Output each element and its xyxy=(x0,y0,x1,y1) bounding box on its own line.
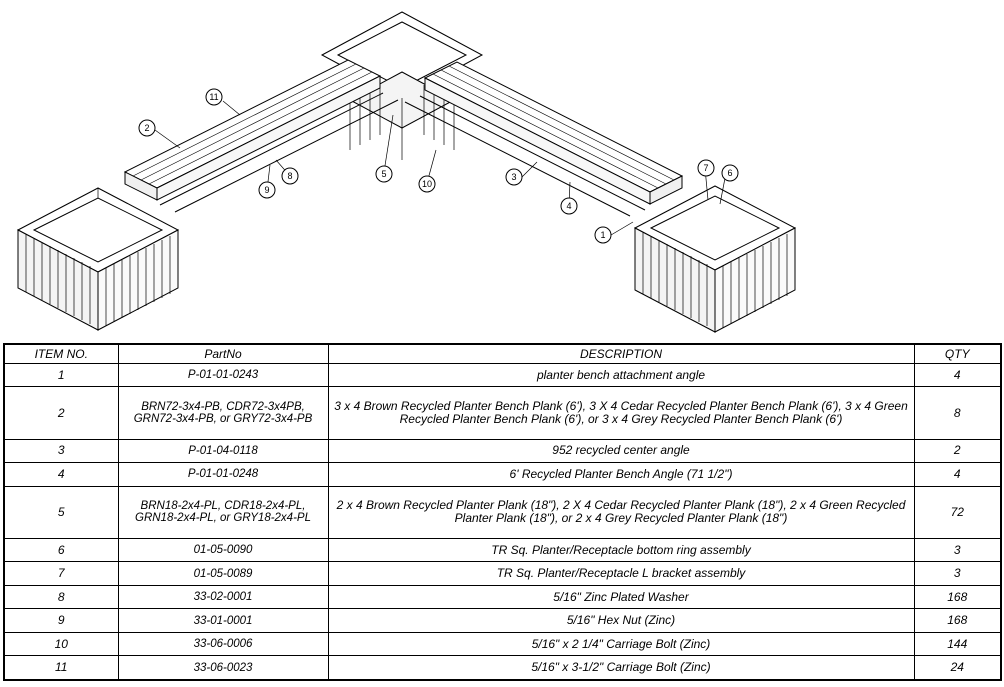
callout-4: 4 xyxy=(560,197,578,215)
table-row: 4 P-01-01-0248 6' Recycled Planter Bench… xyxy=(3,462,1002,487)
description: TR Sq. Planter/Receptacle bottom ring as… xyxy=(327,537,915,563)
left-bench xyxy=(123,59,399,213)
table-row: 10 33-06-0006 5/16" x 2 1/4" Carriage Bo… xyxy=(3,631,1002,657)
part-no: 33-01-0001 xyxy=(117,608,329,633)
svg-text:1: 1 xyxy=(600,230,605,240)
table-header-row: ITEM NO. PartNo DESCRIPTION QTY xyxy=(3,343,1002,364)
item-no: 7 xyxy=(3,561,119,586)
item-no: 6 xyxy=(3,537,119,563)
callout-6: 6 xyxy=(721,164,739,182)
table-row: 1 P-01-01-0243 planter bench attachment … xyxy=(3,362,1002,388)
item-no: 4 xyxy=(3,462,119,487)
callout-5: 5 xyxy=(375,165,393,183)
table-row: 5 BRN18-2x4-PL, CDR18-2x4-PL, GRN18-2x4-… xyxy=(3,485,1002,539)
qty: 72 xyxy=(913,485,1002,539)
svg-text:8: 8 xyxy=(287,171,292,181)
assembly-drawing: 1 2 3 4 5 6 7 8 9 10 11 xyxy=(16,11,797,333)
description: 3 x 4 Brown Recycled Planter Bench Plank… xyxy=(327,386,915,440)
callout-7: 7 xyxy=(697,159,715,177)
table-row: 9 33-01-0001 5/16" Hex Nut (Zinc) 168 xyxy=(3,608,1002,633)
item-no: 3 xyxy=(3,438,119,464)
qty: 144 xyxy=(913,631,1002,657)
description: 6' Recycled Planter Bench Angle (71 1/2"… xyxy=(327,462,915,487)
item-no: 1 xyxy=(3,362,119,388)
item-no: 11 xyxy=(3,655,119,681)
item-no: 9 xyxy=(3,608,119,633)
callout-11: 11 xyxy=(205,88,223,106)
callout-9: 9 xyxy=(258,181,276,199)
right-bench xyxy=(404,61,684,217)
svg-text:6: 6 xyxy=(727,168,732,178)
callout-1: 1 xyxy=(594,226,612,244)
callout-2: 2 xyxy=(138,119,156,137)
svg-text:5: 5 xyxy=(381,169,386,179)
header-qty: QTY xyxy=(913,343,1002,364)
svg-text:10: 10 xyxy=(422,179,432,189)
item-no: 8 xyxy=(3,584,119,610)
description: planter bench attachment angle xyxy=(327,362,915,388)
part-no: 01-05-0090 xyxy=(117,537,329,563)
part-no: 33-02-0001 xyxy=(117,584,329,610)
callout-10: 10 xyxy=(418,175,436,193)
table-row: 8 33-02-0001 5/16" Zinc Plated Washer 16… xyxy=(3,584,1002,610)
table-row: 2 BRN72-3x4-PB, CDR72-3x4PB, GRN72-3x4-P… xyxy=(3,386,1002,440)
qty: 4 xyxy=(913,462,1002,487)
header-description: DESCRIPTION xyxy=(327,343,915,364)
callout-8: 8 xyxy=(281,167,299,185)
part-no: 01-05-0089 xyxy=(117,561,329,586)
callout-3: 3 xyxy=(505,168,523,186)
part-no: 33-06-0023 xyxy=(117,655,329,681)
description: 5/16" x 2 1/4" Carriage Bolt (Zinc) xyxy=(327,631,915,657)
description: 952 recycled center angle xyxy=(327,438,915,464)
qty: 8 xyxy=(913,386,1002,440)
qty: 2 xyxy=(913,438,1002,464)
part-no: P-01-04-0118 xyxy=(117,438,329,464)
table-row: 6 01-05-0090 TR Sq. Planter/Receptacle b… xyxy=(3,537,1002,563)
item-no: 2 xyxy=(3,386,119,440)
part-no: P-01-01-0243 xyxy=(117,362,329,388)
part-no: BRN72-3x4-PB, CDR72-3x4PB, GRN72-3x4-PB,… xyxy=(117,386,329,440)
description: 2 x 4 Brown Recycled Planter Plank (18")… xyxy=(327,485,915,539)
part-no: BRN18-2x4-PL, CDR18-2x4-PL, GRN18-2x4-PL… xyxy=(117,485,329,539)
qty: 168 xyxy=(913,608,1002,633)
svg-text:2: 2 xyxy=(144,123,149,133)
header-partno: PartNo xyxy=(117,343,329,364)
right-planter xyxy=(633,185,797,333)
table-row: 11 33-06-0023 5/16" x 3-1/2" Carriage Bo… xyxy=(3,655,1002,681)
svg-text:4: 4 xyxy=(566,201,571,211)
description: 5/16" Zinc Plated Washer xyxy=(327,584,915,610)
qty: 3 xyxy=(913,537,1002,563)
svg-text:11: 11 xyxy=(209,92,218,102)
qty: 24 xyxy=(913,655,1002,681)
left-planter xyxy=(16,187,180,331)
item-no: 10 xyxy=(3,631,119,657)
svg-text:9: 9 xyxy=(264,185,269,195)
svg-text:3: 3 xyxy=(511,172,516,182)
item-no: 5 xyxy=(3,485,119,539)
qty: 4 xyxy=(913,362,1002,388)
description: 5/16" x 3-1/2" Carriage Bolt (Zinc) xyxy=(327,655,915,681)
table-row: 7 01-05-0089 TR Sq. Planter/Receptacle L… xyxy=(3,561,1002,586)
description: 5/16" Hex Nut (Zinc) xyxy=(327,608,915,633)
header-item-no: ITEM NO. xyxy=(3,343,119,364)
qty: 168 xyxy=(913,584,1002,610)
part-no: 33-06-0006 xyxy=(117,631,329,657)
table-row: 3 P-01-04-0118 952 recycled center angle… xyxy=(3,438,1002,464)
bill-of-materials-table: ITEM NO. PartNo DESCRIPTION QTY 1 P-01-0… xyxy=(3,343,1002,681)
part-no: P-01-01-0248 xyxy=(117,462,329,487)
qty: 3 xyxy=(913,561,1002,586)
description: TR Sq. Planter/Receptacle L bracket asse… xyxy=(327,561,915,586)
svg-text:7: 7 xyxy=(703,163,708,173)
